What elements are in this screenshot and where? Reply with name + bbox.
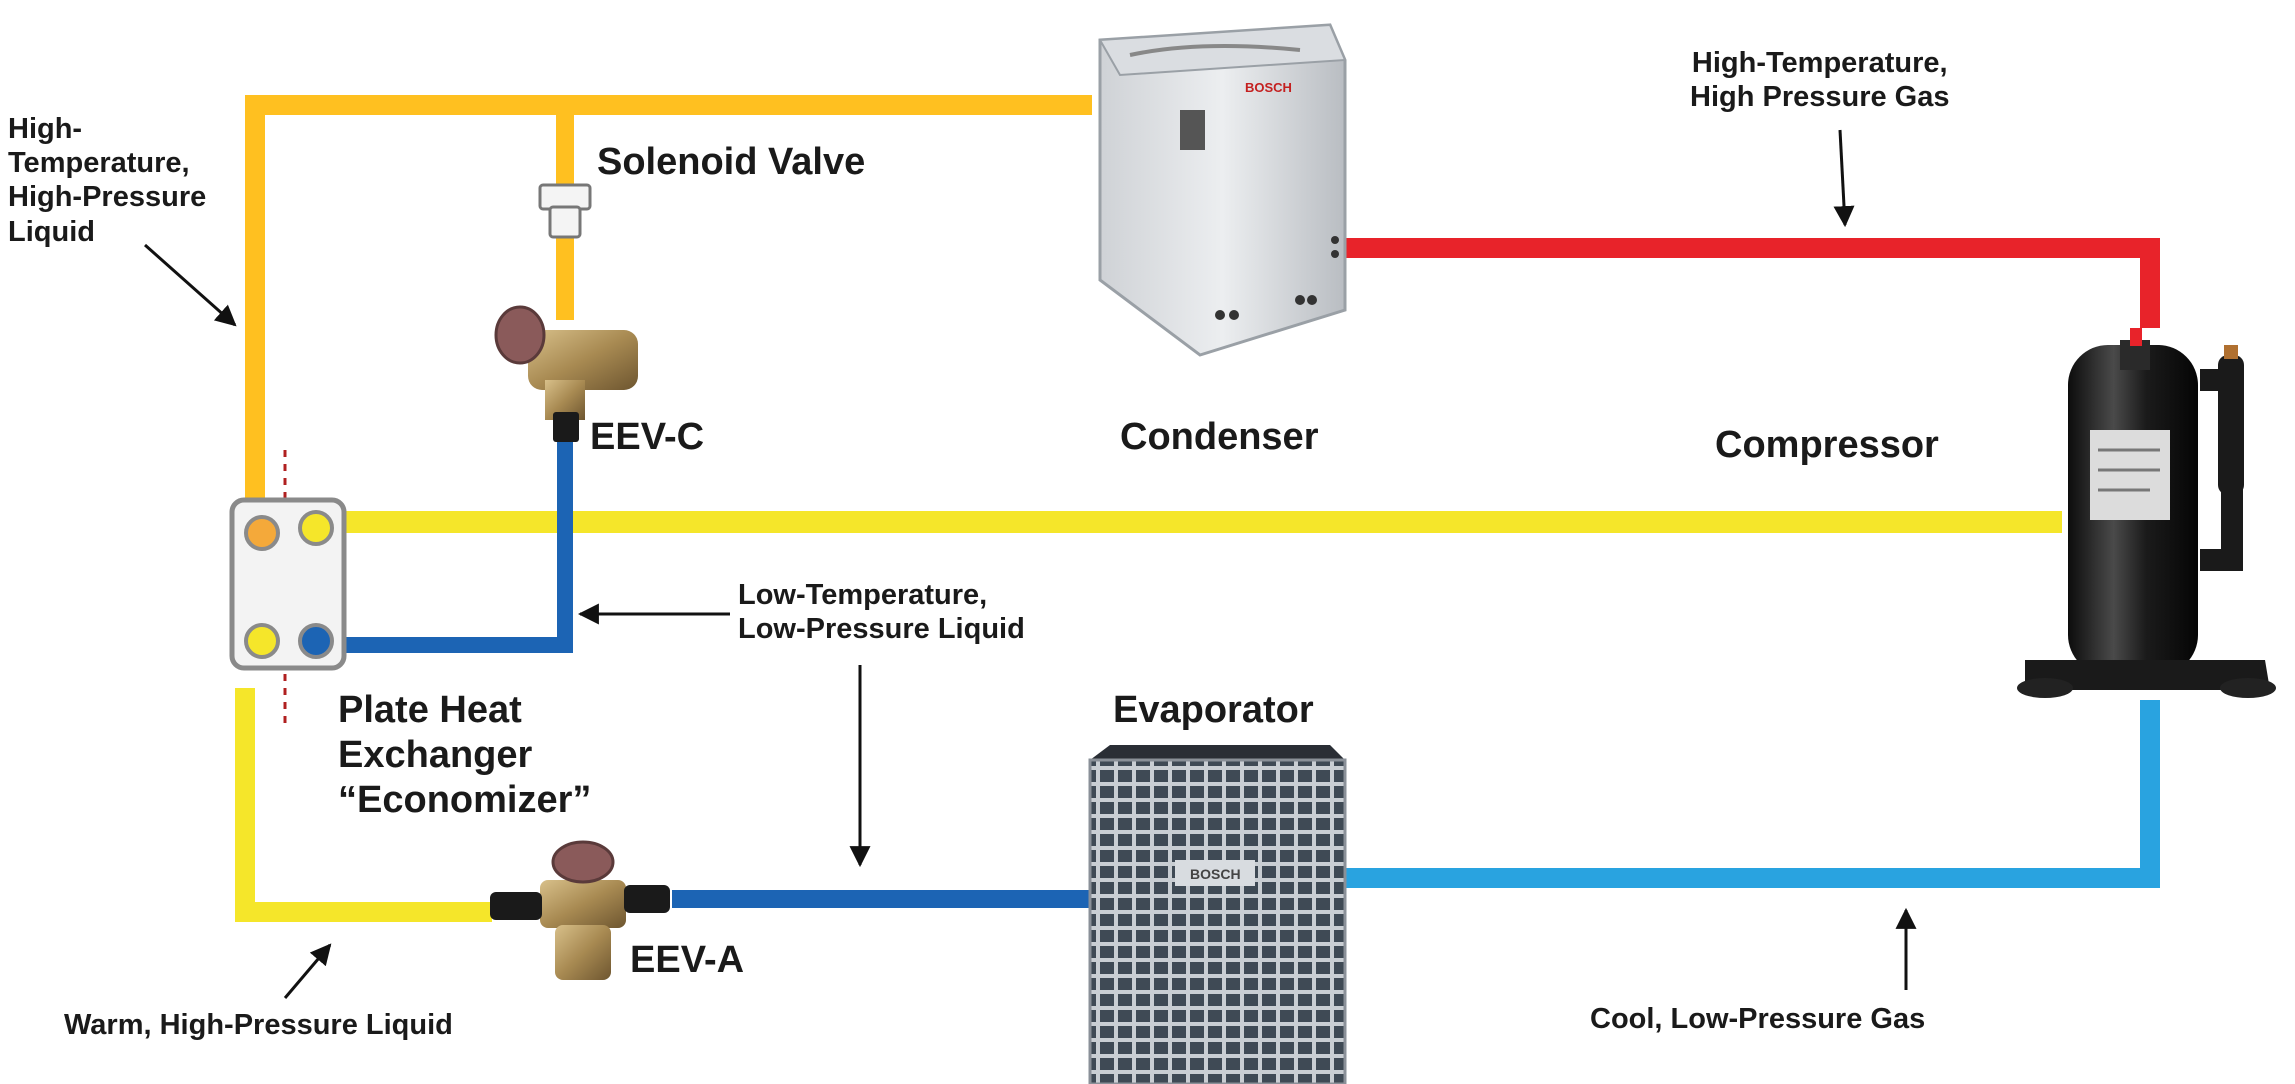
label-cool-gas: Cool, Low-Pressure Gas (1590, 1003, 1926, 1035)
label-line: Exchanger (338, 733, 533, 776)
label-plate-heat-exchanger: Plate Heat Exchanger “Economizer” (338, 688, 591, 822)
label-high-temp-gas: High-Temperature, High Pressure Gas (1690, 46, 1950, 114)
label-high-temp-liquid: High- Temperature, High-Pressure Liquid (8, 112, 206, 249)
condenser-unit-icon: BOSCH (1098, 23, 1347, 357)
label-solenoid-valve: Solenoid Valve (597, 141, 866, 183)
solenoid-valve-icon (538, 183, 592, 239)
evaporator-unit-icon: BOSCH (1088, 745, 1347, 1084)
label-compressor: Compressor (1715, 424, 1939, 466)
pipe-warm-liquid (235, 688, 492, 922)
pipe-low-pressure-liquid-c (318, 440, 573, 653)
label-line: Liquid (8, 215, 95, 248)
pipe-low-pressure-gas (1342, 700, 2160, 888)
label-line: High-Pressure (8, 181, 207, 214)
label-line: Low-Temperature, (738, 579, 988, 611)
label-low-temp-liquid: Low-Temperature, Low-Pressure Liquid (738, 578, 1025, 646)
label-warm-liquid: Warm, High-Pressure Liquid (64, 1009, 453, 1041)
label-evaporator: Evaporator (1113, 689, 1314, 731)
label-line: “Economizer” (338, 778, 592, 821)
annotation-arrows (144, 129, 1917, 999)
expansion-valve-icon (490, 840, 670, 980)
arrow-icon (1833, 129, 1855, 228)
arrow-icon (144, 243, 237, 327)
pipes (235, 95, 2160, 922)
evaporator-badge: BOSCH (1190, 866, 1241, 882)
label-line: High Pressure Gas (1690, 81, 1950, 114)
condenser-badge: BOSCH (1245, 80, 1292, 95)
label-line: High- (8, 113, 83, 145)
compressor-icon (2017, 328, 2276, 698)
label-condenser: Condenser (1120, 416, 1319, 458)
label-eev-c: EEV-C (590, 416, 705, 458)
label-eev-a: EEV-A (630, 939, 745, 981)
pipe-high-pressure-gas (1340, 238, 2160, 328)
arrow-icon (283, 943, 332, 999)
plate-heat-exchanger-icon (229, 497, 347, 671)
label-line: High-Temperature, (1691, 47, 1948, 79)
label-line: Temperature, (8, 147, 190, 180)
pipe-high-pressure-liquid (245, 95, 1092, 505)
label-line: Plate Heat (338, 689, 522, 731)
expansion-valve-icon (494, 305, 638, 442)
label-line: Low-Pressure Liquid (738, 613, 1025, 646)
